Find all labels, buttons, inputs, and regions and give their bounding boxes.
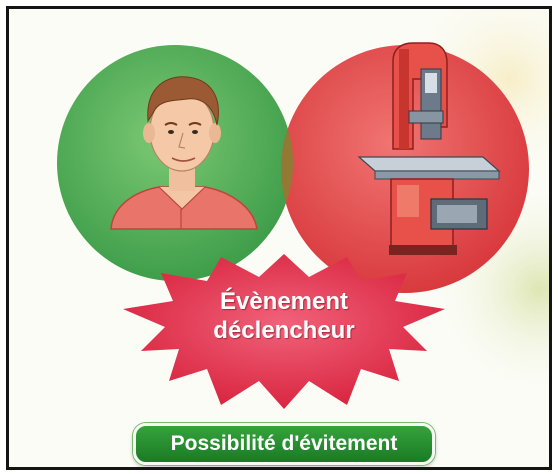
avoidance-possibility-label: Possibilité d'évitement — [133, 423, 435, 465]
trigger-event-label: Évènement déclencheur — [184, 287, 384, 345]
diagram-canvas — [9, 9, 549, 467]
trigger-event-line-2: déclencheur — [184, 316, 384, 345]
diagram-frame: Évènement déclencheur Possibilité d'évit… — [6, 6, 552, 470]
trigger-event-line-1: Évènement — [184, 287, 384, 316]
